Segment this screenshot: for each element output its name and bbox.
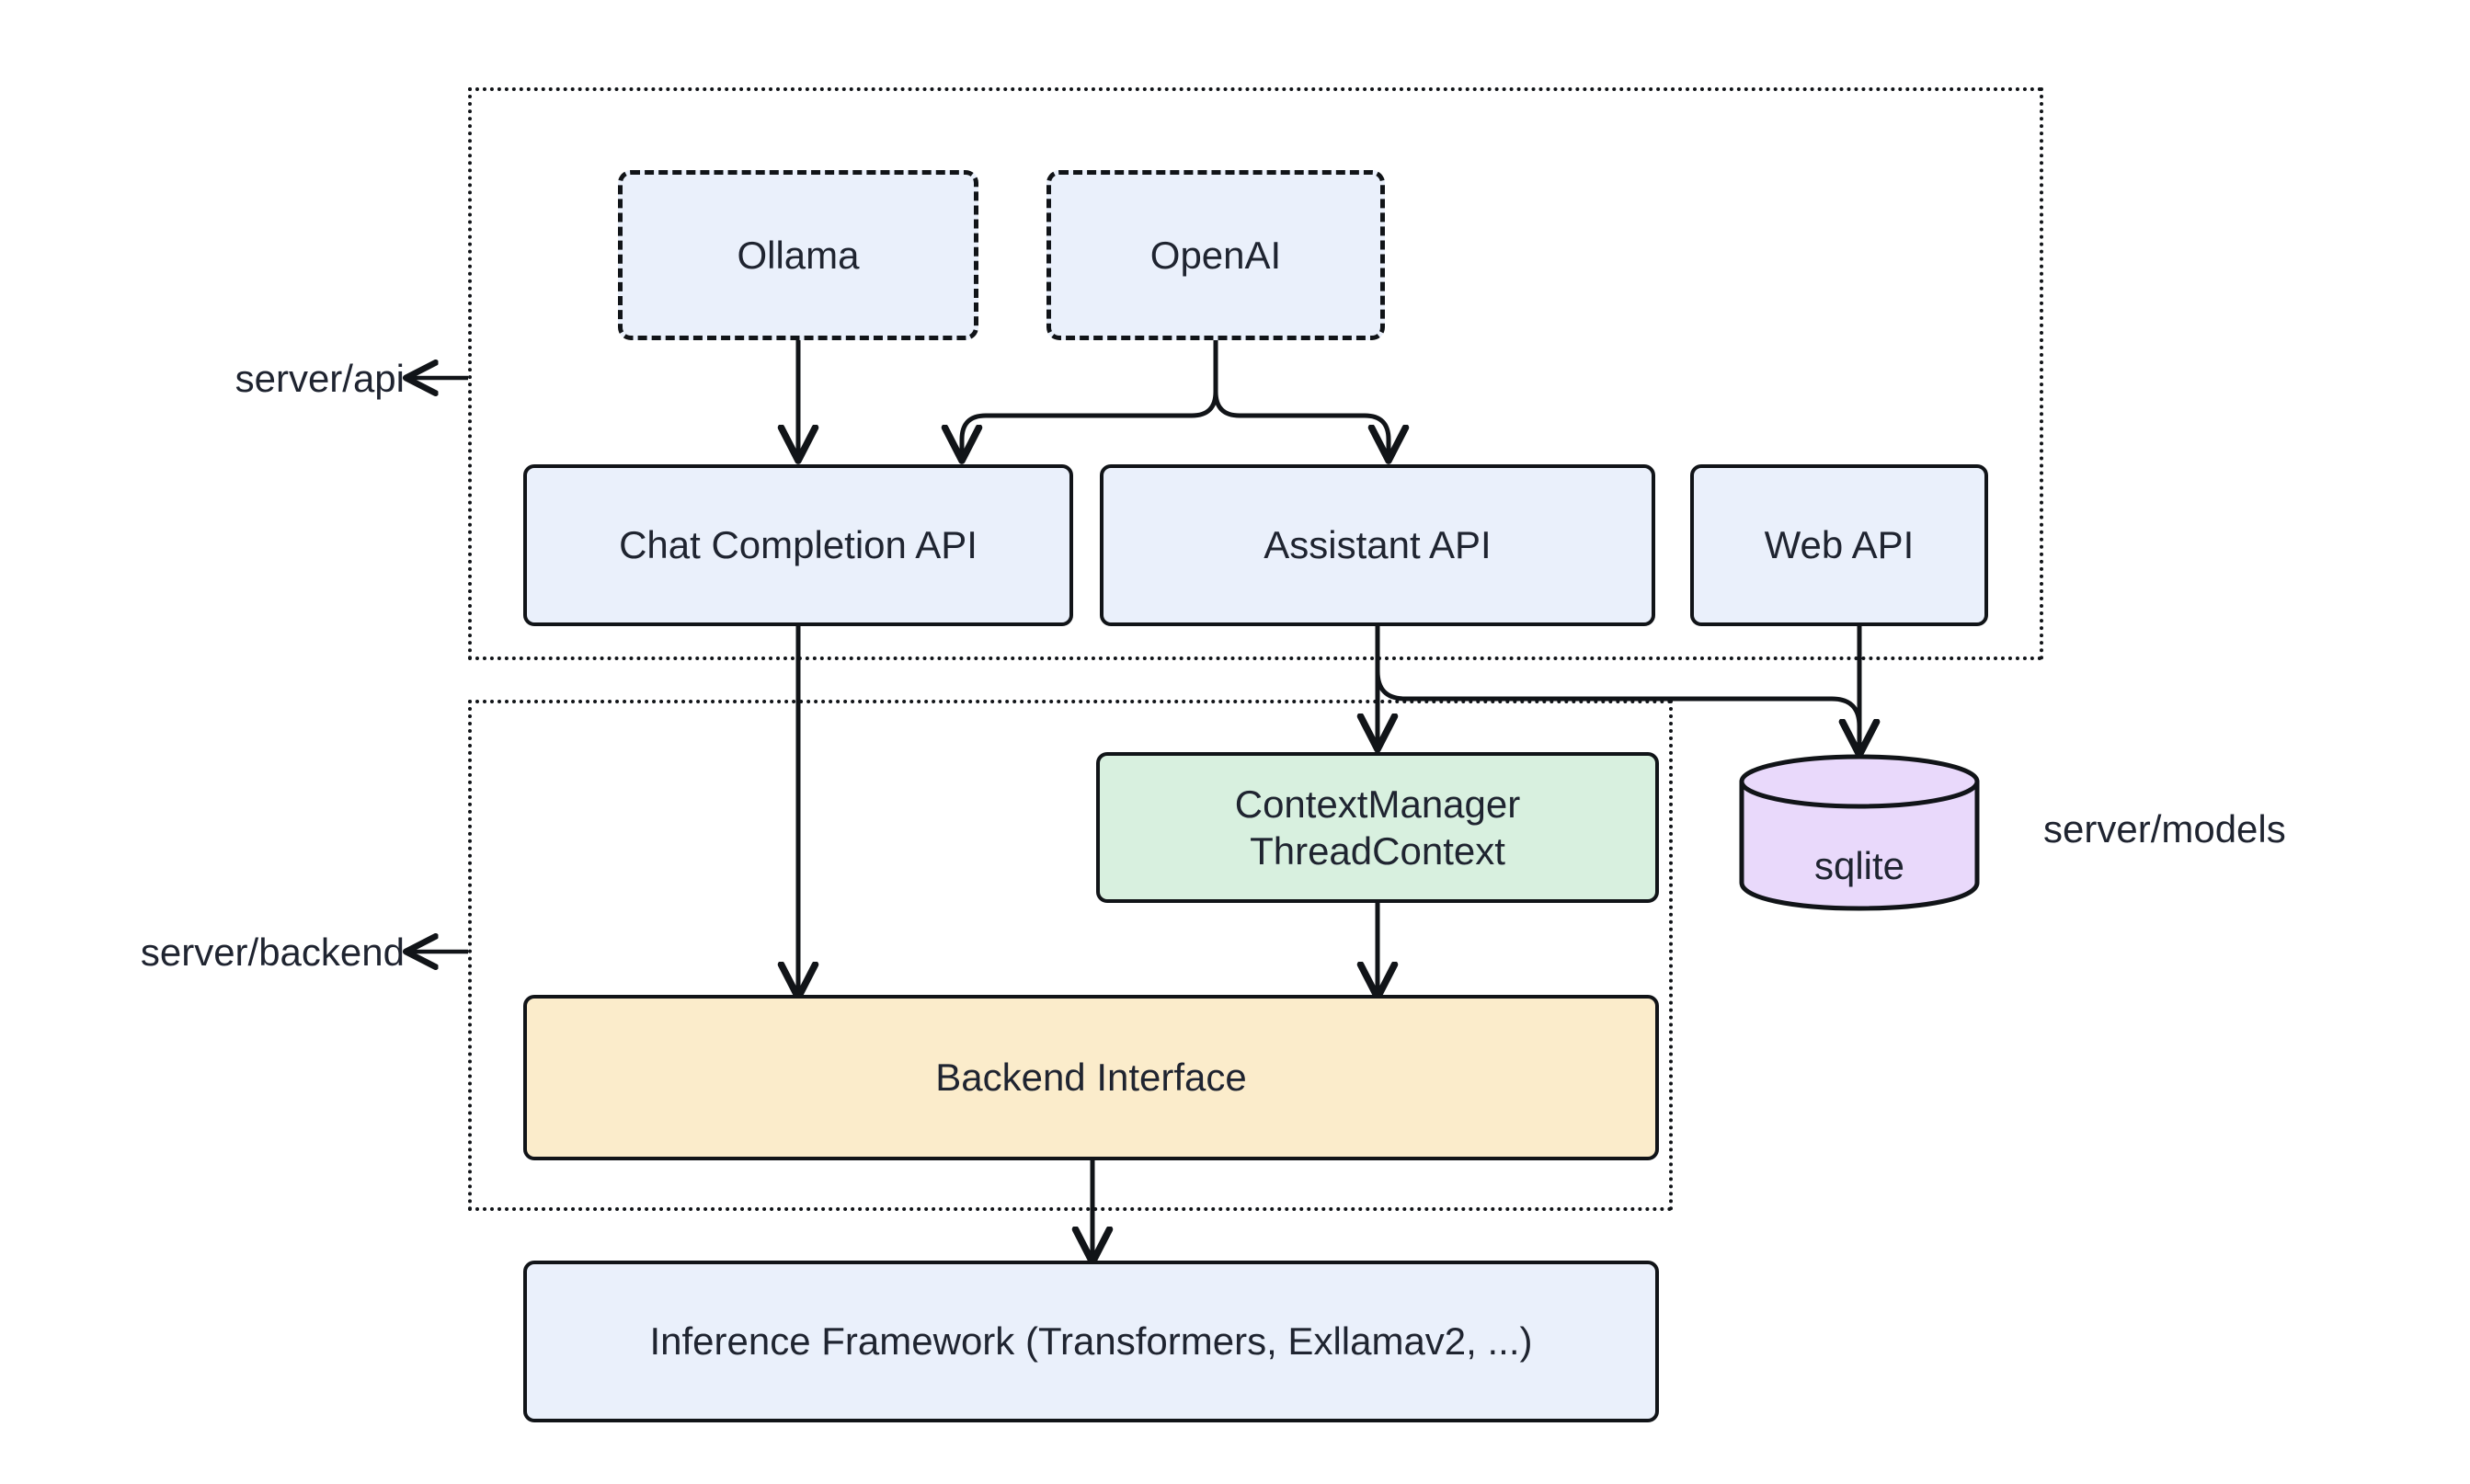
annotation-server-backend-text: server/backend: [140, 930, 405, 974]
database-cylinder-icon: [1739, 754, 1980, 911]
node-context-manager-label-line2: ThreadContext: [1250, 829, 1505, 873]
annotation-server-models: server/models: [2043, 807, 2286, 851]
group-server-backend: [468, 700, 1673, 1211]
node-inference-framework[interactable]: Inference Framework (Transformers, Exlla…: [523, 1261, 1659, 1422]
node-openai[interactable]: OpenAI: [1046, 170, 1385, 340]
node-ollama[interactable]: Ollama: [618, 170, 978, 340]
node-inference-framework-label: Inference Framework (Transformers, Exlla…: [649, 1319, 1533, 1364]
node-chat-completion-api[interactable]: Chat Completion API: [523, 464, 1073, 626]
node-openai-label: OpenAI: [1149, 233, 1282, 277]
node-backend-interface-label: Backend Interface: [935, 1056, 1247, 1100]
annotation-server-models-text: server/models: [2043, 807, 2286, 850]
node-web-api[interactable]: Web API: [1690, 464, 1988, 626]
node-web-api-label: Web API: [1764, 523, 1915, 567]
node-assistant-api-label: Assistant API: [1264, 523, 1492, 567]
annotation-server-api: server/api: [92, 357, 405, 401]
node-sqlite[interactable]: sqlite: [1736, 752, 1983, 912]
node-chat-completion-api-label: Chat Completion API: [619, 523, 978, 567]
node-context-manager-label-line1: ContextManager: [1234, 782, 1521, 826]
node-assistant-api[interactable]: Assistant API: [1100, 464, 1655, 626]
group-server-api: [468, 87, 2043, 660]
annotation-server-backend: server/backend: [37, 930, 405, 975]
node-ollama-label: Ollama: [737, 233, 860, 277]
node-backend-interface[interactable]: Backend Interface: [523, 995, 1659, 1160]
node-sqlite-label: sqlite: [1813, 844, 1905, 887]
node-context-manager[interactable]: ContextManager ThreadContext: [1096, 752, 1659, 903]
annotation-server-api-text: server/api: [234, 357, 405, 400]
